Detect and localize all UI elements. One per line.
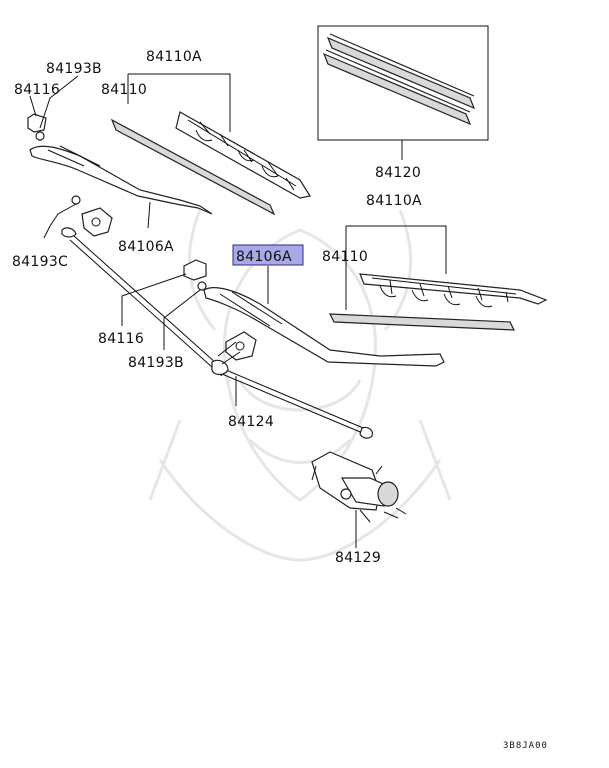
upper-blade-assembly	[110, 111, 311, 216]
label-84116-mid: 84116	[98, 331, 144, 347]
linkage-assembly	[61, 195, 373, 439]
left-arm-assembly	[27, 113, 213, 215]
label-84124: 84124	[228, 414, 274, 430]
label-84106A-highlight: 84106A	[236, 249, 292, 265]
right-arm-assembly	[183, 259, 445, 367]
label-84120: 84120	[375, 165, 421, 181]
label-84129: 84129	[335, 550, 381, 566]
refill-box	[317, 25, 489, 141]
diagram-code: 3B8JA00	[503, 741, 548, 751]
label-84110A-right: 84110A	[366, 193, 422, 209]
right-blade-assembly	[329, 273, 548, 331]
label-84110-right: 84110	[322, 249, 368, 265]
label-84110-top: 84110	[101, 82, 147, 98]
label-84106A-left: 84106A	[118, 239, 174, 255]
highlight-box	[232, 244, 304, 266]
wiper-motor	[311, 451, 407, 523]
label-84193B-left: 84193B	[46, 61, 102, 77]
label-84193C: 84193C	[12, 254, 68, 270]
leader-lines	[29, 73, 447, 548]
label-84116-left: 84116	[14, 82, 60, 98]
label-84193B-mid: 84193B	[128, 355, 184, 371]
label-84110A-top: 84110A	[146, 49, 202, 65]
